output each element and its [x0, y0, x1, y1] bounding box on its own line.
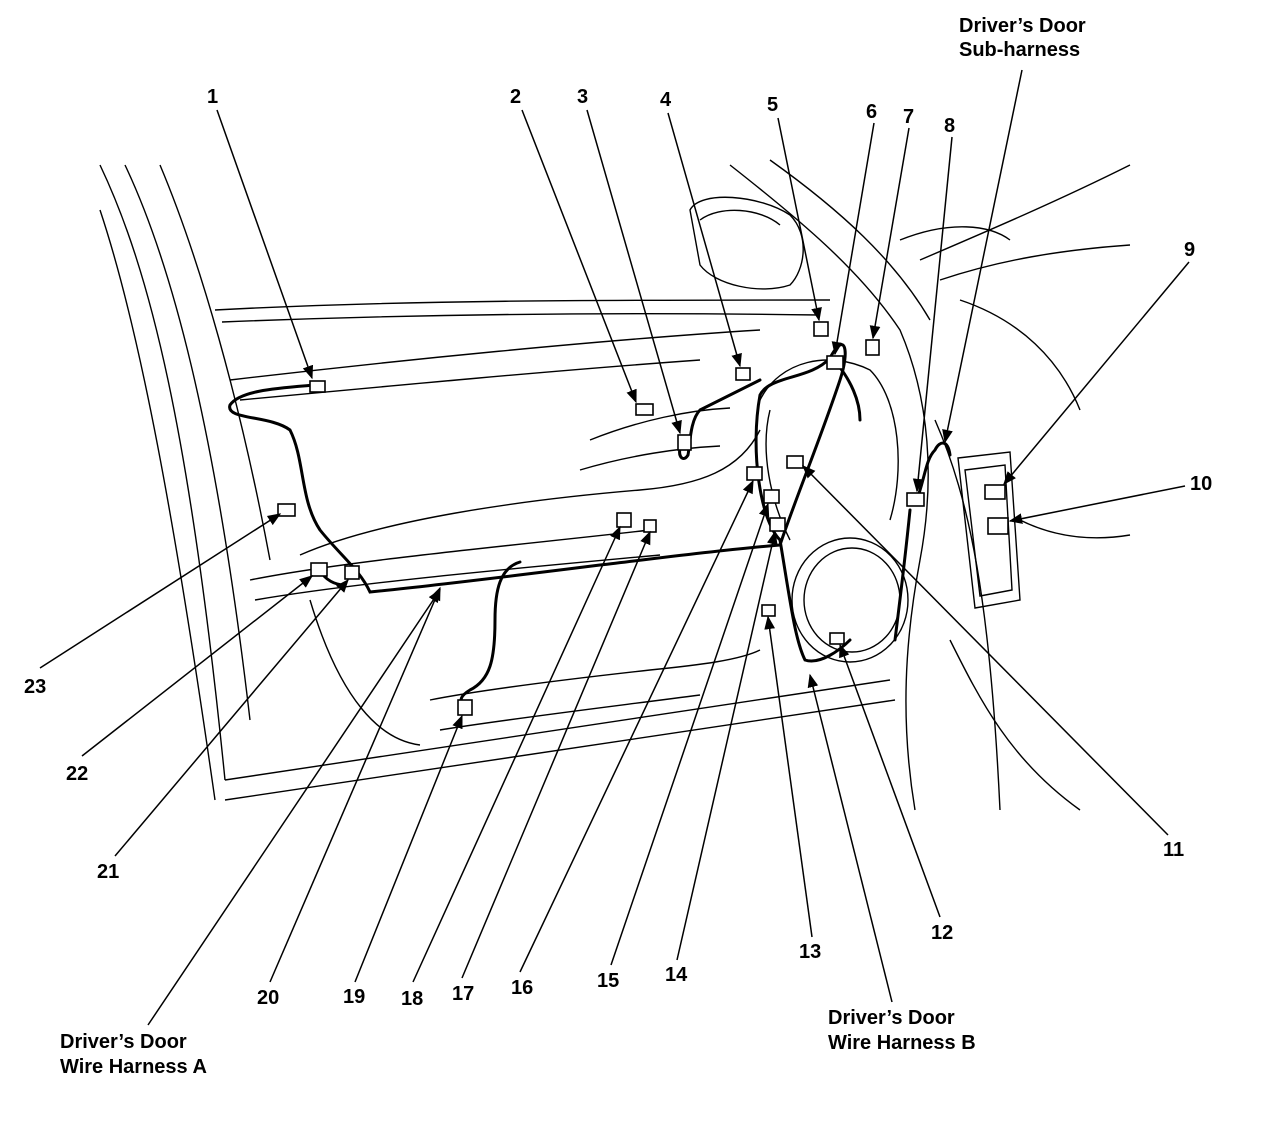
connector-4 — [735, 367, 751, 381]
harness-captions: Driver’s Door Sub-harness Driver’s Door … — [60, 15, 1086, 1078]
callout-23: 23 — [24, 676, 46, 698]
connector-5 — [813, 321, 829, 337]
callout-22: 22 — [66, 763, 88, 785]
callout-13: 13 — [799, 941, 821, 963]
connector-7 — [865, 339, 880, 356]
callout-19: 19 — [343, 986, 365, 1008]
callout-15: 15 — [597, 970, 619, 992]
connector-2 — [635, 403, 654, 416]
callout-21: 21 — [97, 861, 119, 883]
connectors — [277, 321, 1009, 716]
callout-7: 7 — [903, 106, 914, 128]
callout-8: 8 — [944, 115, 955, 137]
connector-15 — [763, 489, 780, 504]
connector-14 — [769, 517, 786, 532]
connector-16 — [746, 466, 763, 481]
connector-8 — [906, 492, 925, 507]
connector-1 — [309, 380, 326, 393]
callout-3: 3 — [577, 86, 588, 108]
connector-23 — [277, 503, 296, 517]
callout-1: 1 — [207, 86, 218, 108]
callout-12: 12 — [931, 922, 953, 944]
callout-20: 20 — [257, 987, 279, 1009]
harness-a-label-line2: Wire Harness A — [60, 1056, 207, 1078]
sub-harness-label-line1: Driver’s Door — [959, 15, 1086, 37]
connector-12 — [829, 632, 845, 645]
harness-b-label-line1: Driver’s Door — [828, 1007, 955, 1029]
callout-9: 9 — [1184, 239, 1195, 261]
connector-22 — [310, 562, 328, 577]
connector-13 — [761, 604, 776, 617]
callout-11: 11 — [1163, 839, 1184, 861]
connector-21 — [344, 565, 360, 580]
connector-3 — [677, 434, 692, 451]
connector-9 — [984, 484, 1006, 500]
connector-18 — [616, 512, 632, 528]
callout-14: 14 — [665, 964, 688, 986]
harness-a-label-line1: Driver’s Door — [60, 1031, 187, 1053]
connector-11 — [786, 455, 804, 469]
connector-17 — [643, 519, 657, 533]
harness-b-label-line2: Wire Harness B — [828, 1032, 976, 1054]
connector-6 — [826, 355, 844, 370]
callout-10: 10 — [1190, 473, 1212, 495]
wire-harness-routing — [228, 343, 952, 708]
callout-18: 18 — [401, 988, 423, 1010]
callout-numbers: 1 2 3 4 5 6 7 8 9 10 11 12 13 14 15 16 1… — [24, 86, 1212, 1010]
callout-4: 4 — [660, 89, 672, 111]
sub-harness-label-line2: Sub-harness — [959, 39, 1080, 61]
callout-16: 16 — [511, 977, 533, 999]
connector-19 — [457, 699, 473, 716]
connector-10 — [987, 517, 1009, 535]
door-panel-outline — [99, 159, 1131, 811]
callout-17: 17 — [452, 983, 474, 1005]
callout-6: 6 — [866, 101, 877, 123]
callout-5: 5 — [767, 94, 778, 116]
callout-2: 2 — [510, 86, 521, 108]
leader-lines — [39, 69, 1190, 1026]
